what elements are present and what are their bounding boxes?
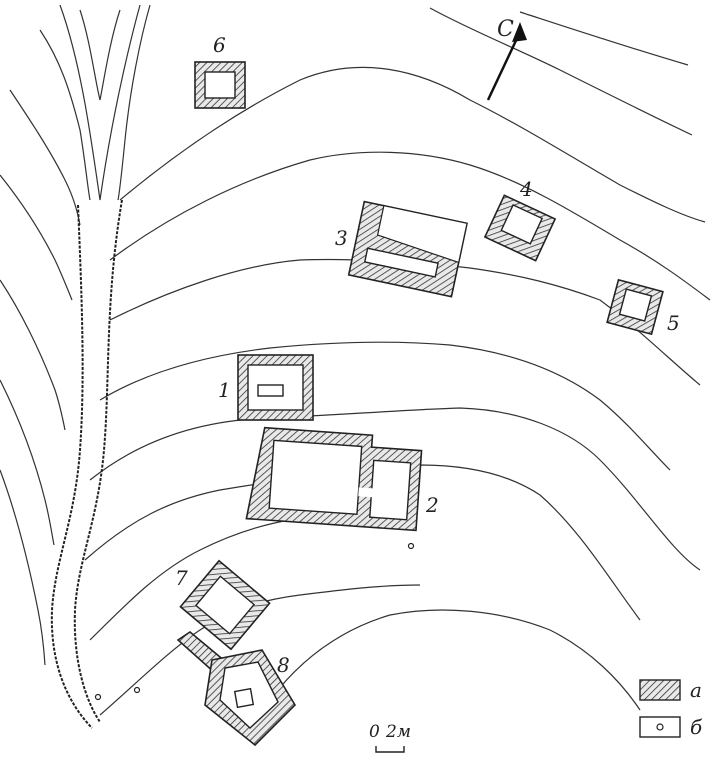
building-6 xyxy=(194,61,246,109)
building-label-7: 7 xyxy=(175,566,188,590)
legend-label-b: б xyxy=(690,715,703,739)
building-1 xyxy=(237,354,314,421)
stream-channel xyxy=(50,199,123,729)
building-3 xyxy=(347,200,468,298)
point-markers xyxy=(94,542,415,701)
contour-lines xyxy=(0,4,711,716)
building-label-3: 3 xyxy=(335,226,348,250)
building-label-6: 6 xyxy=(213,33,226,57)
legend: а б xyxy=(639,678,703,739)
building-7 xyxy=(179,559,271,651)
building-2 xyxy=(245,426,423,532)
building-5 xyxy=(606,278,664,336)
legend-label-a: а xyxy=(690,678,702,702)
building-label-8: 8 xyxy=(277,653,290,677)
building-8 xyxy=(176,631,297,747)
legend-swatch-wall xyxy=(639,679,681,701)
building-label-5: 5 xyxy=(667,311,680,335)
building-label-2: 2 xyxy=(425,493,439,517)
building-labels: 6 4 3 5 1 2 7 8 xyxy=(175,33,680,677)
scale-zero-label: 0 xyxy=(369,722,380,742)
building-label-4: 4 xyxy=(519,177,533,201)
legend-point-icon xyxy=(656,723,664,731)
north-label: С xyxy=(497,17,514,42)
north-arrow xyxy=(486,22,527,101)
scale-length-label: 2м xyxy=(385,722,411,742)
scale-bar: 0 2м xyxy=(369,722,411,753)
building-label-1: 1 xyxy=(218,378,231,402)
building-4 xyxy=(483,194,557,262)
